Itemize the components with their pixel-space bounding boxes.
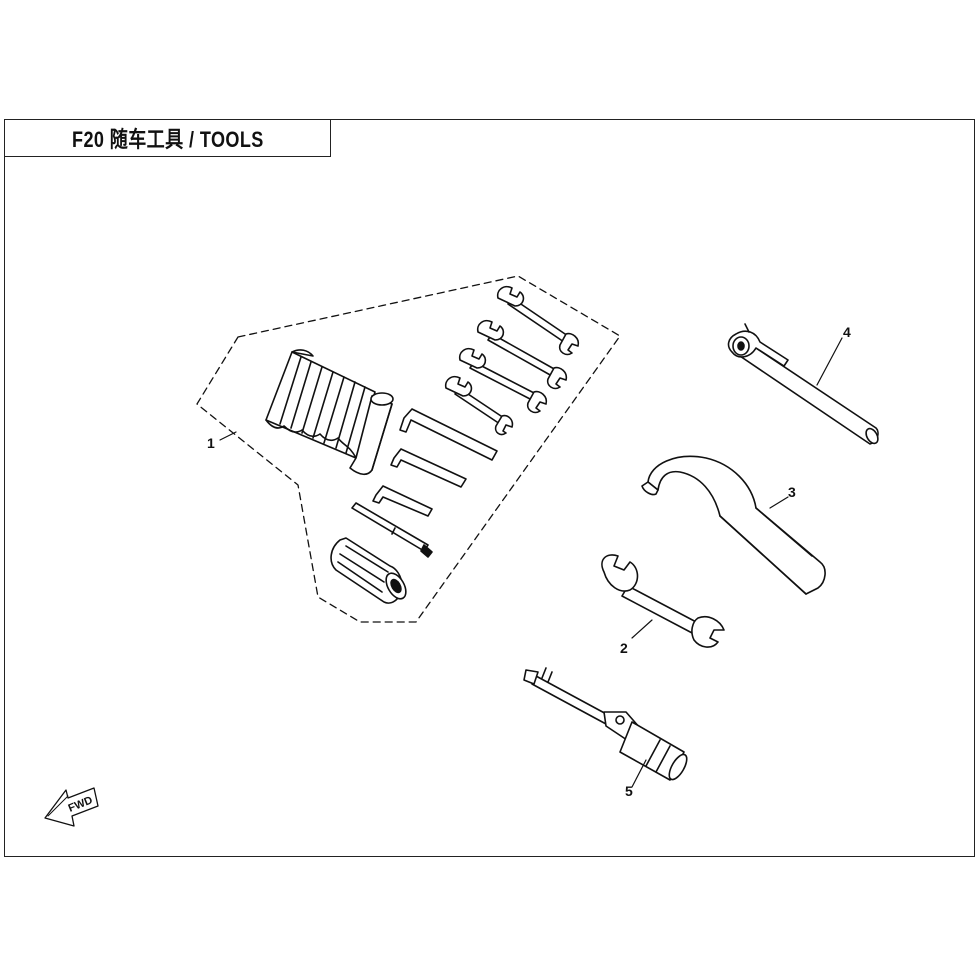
hex-key-icon <box>399 408 498 461</box>
page-title: F20 随车工具 / TOOLS <box>71 127 264 152</box>
spark-plug-socket-icon <box>523 667 688 781</box>
callout-4: 4 <box>843 324 851 340</box>
wrench-icon <box>444 375 514 436</box>
wrench-icon <box>476 319 568 390</box>
callout-2: 2 <box>620 640 628 656</box>
callout-3: 3 <box>788 484 796 500</box>
callout-5: 5 <box>625 783 633 799</box>
wrench-icon <box>458 347 548 414</box>
forward-direction-icon <box>44 787 99 827</box>
tool-roll-icon <box>265 349 394 476</box>
drawing-frame <box>4 119 975 857</box>
callout-1: 1 <box>207 435 215 451</box>
title-box: F20 随车工具 / TOOLS <box>4 119 331 157</box>
screwdriver-bit-icon <box>351 502 433 558</box>
wrench-icon <box>496 285 580 356</box>
screwdriver-handle-icon <box>330 537 407 604</box>
kit-boundary <box>196 275 621 623</box>
double-wrench-icon <box>601 554 725 648</box>
hex-key-icon <box>390 448 467 488</box>
hex-key-icon <box>372 485 433 517</box>
handle-bar-icon <box>727 323 879 445</box>
hex-key-set-icon <box>372 408 498 517</box>
wrench-set-icon <box>444 285 580 436</box>
hook-spanner-icon <box>641 455 826 595</box>
